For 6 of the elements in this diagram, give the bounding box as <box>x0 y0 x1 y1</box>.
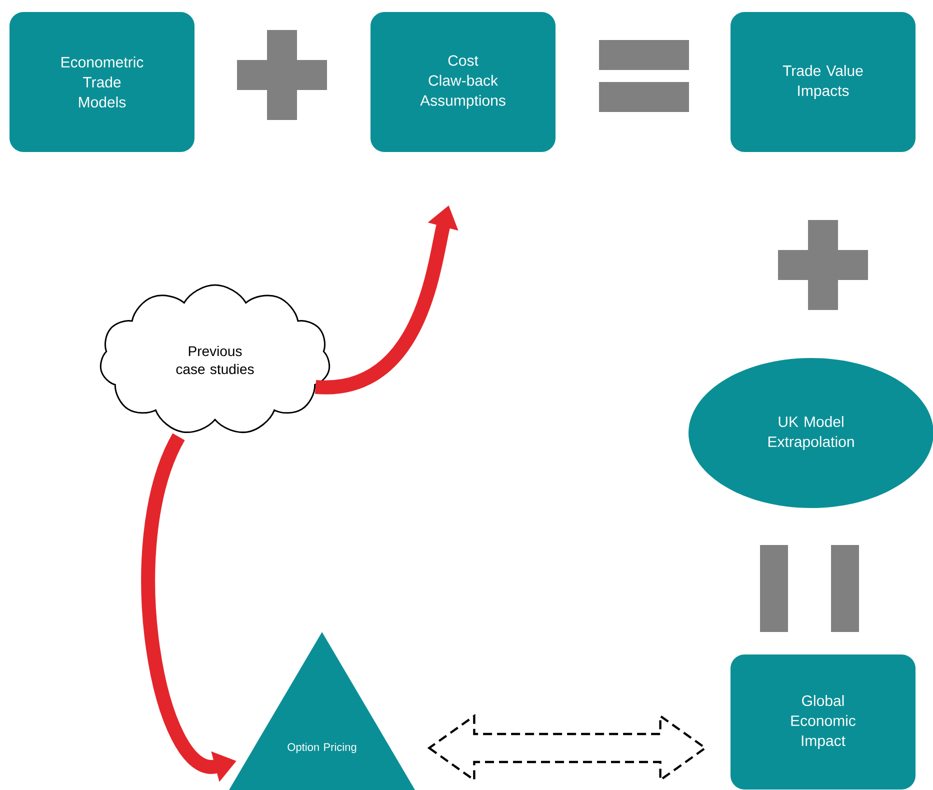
process-box: Econometric Trade Models <box>10 12 194 152</box>
thought-cloud: Previous case studies <box>100 284 330 433</box>
triangle-node: Option Pricing <box>229 632 415 790</box>
process-box: Cost Claw-back Assumptions <box>370 12 556 152</box>
process-box: Trade Value Impacts <box>730 12 916 152</box>
process-box: Global Economic Impact <box>730 654 916 790</box>
